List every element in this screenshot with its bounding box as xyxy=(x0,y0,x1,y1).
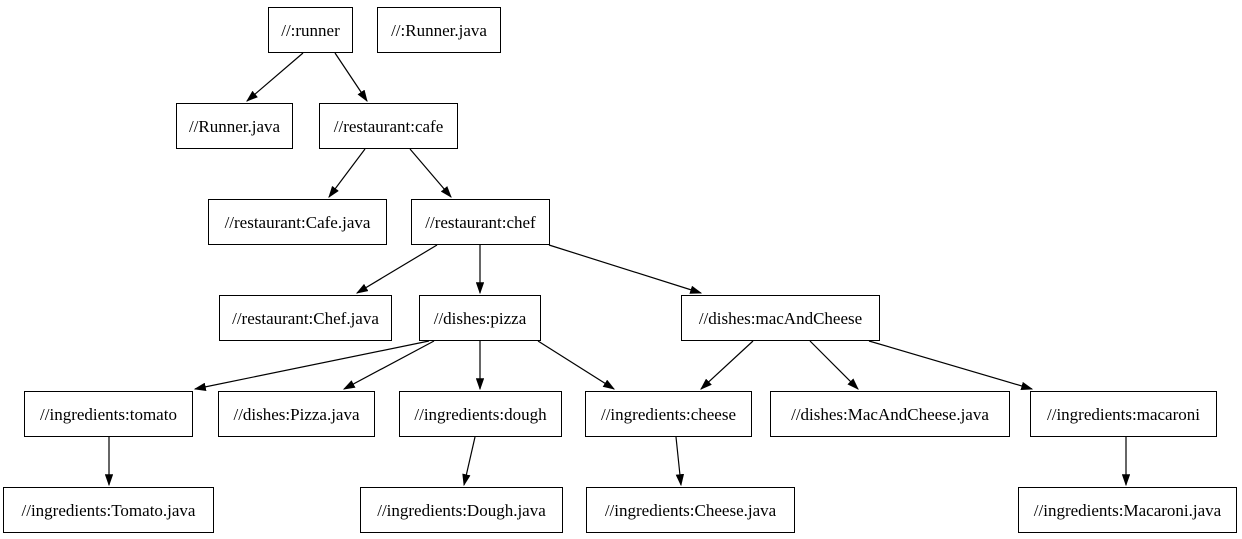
graph-node-label: //ingredients:dough xyxy=(414,404,547,424)
graph-node-runner-java: //Runner.java xyxy=(176,103,293,149)
graph-node-label: //:Runner.java xyxy=(391,20,487,40)
graph-node-label: //ingredients:cheese xyxy=(600,404,736,424)
edge-runner-to-cafe xyxy=(334,52,368,102)
graph-node-cafe-java: //restaurant:Cafe.java xyxy=(208,199,387,245)
edge-cheese-to-cheese-java xyxy=(675,436,685,487)
graph-node-macaroni: //ingredients:macaroni xyxy=(1030,391,1217,437)
graph-node-runner-java-file: //:Runner.java xyxy=(377,7,501,53)
graph-node-chef-java: //restaurant:Chef.java xyxy=(219,295,392,341)
edge-pizza-to-cheese xyxy=(537,340,616,390)
graph-node-chef: //restaurant:chef xyxy=(411,199,550,245)
graph-node-label: //dishes:macAndCheese xyxy=(698,308,863,328)
graph-node-tomato: //ingredients:tomato xyxy=(24,391,193,437)
edge-dough-to-dough-java xyxy=(462,436,476,487)
graph-node-label: //restaurant:Cafe.java xyxy=(224,212,371,232)
graph-node-label: //dishes:Pizza.java xyxy=(233,404,360,424)
graph-node-dough-java: //ingredients:Dough.java xyxy=(360,487,563,533)
graph-node-label: //ingredients:tomato xyxy=(40,404,177,424)
graph-node-label: //restaurant:cafe xyxy=(333,116,444,136)
graph-node-label: //restaurant:Chef.java xyxy=(232,308,379,328)
edge-cafe-to-chef xyxy=(409,148,452,198)
graph-node-label: //ingredients:Macaroni.java xyxy=(1033,500,1222,520)
edge-macandcheese-to-cheese xyxy=(700,340,754,390)
graph-node-label: //ingredients:macaroni xyxy=(1047,404,1200,424)
edge-pizza-to-tomato xyxy=(193,340,430,391)
graph-node-label: //Runner.java xyxy=(188,116,281,136)
edge-macandcheese-to-macaroni xyxy=(868,340,1034,390)
graph-node-macandcheese-java: //dishes:MacAndCheese.java xyxy=(770,391,1010,437)
graph-node-cheese-java: //ingredients:Cheese.java xyxy=(586,487,795,533)
graph-node-label: //dishes:pizza xyxy=(433,308,527,328)
graph-node-pizza-java: //dishes:Pizza.java xyxy=(218,391,375,437)
graph-node-pizza: //dishes:pizza xyxy=(419,295,541,341)
graph-node-label: //ingredients:Cheese.java xyxy=(604,500,777,520)
graph-node-label: //ingredients:Dough.java xyxy=(377,500,546,520)
edge-chef-to-macandcheese xyxy=(548,244,703,294)
graph-node-cafe: //restaurant:cafe xyxy=(319,103,458,149)
edge-pizza-to-pizza-java xyxy=(342,340,435,390)
edge-cafe-to-cafe-java xyxy=(328,148,366,198)
graph-node-label: //dishes:MacAndCheese.java xyxy=(791,404,989,424)
graph-node-label: //restaurant:chef xyxy=(425,212,536,232)
graph-node-macaroni-java: //ingredients:Macaroni.java xyxy=(1018,487,1237,533)
graph-node-label: //ingredients:Tomato.java xyxy=(21,500,196,520)
graph-node-dough: //ingredients:dough xyxy=(399,391,562,437)
graph-node-macandcheese: //dishes:macAndCheese xyxy=(681,295,880,341)
graph-node-label: //:runner xyxy=(281,20,340,40)
edge-macandcheese-to-macandcheese-java xyxy=(809,340,859,390)
edge-runner-to-runner-java xyxy=(246,52,304,102)
graph-node-cheese: //ingredients:cheese xyxy=(585,391,752,437)
edges-group xyxy=(104,52,1131,487)
graph-node-runner: //:runner xyxy=(268,7,353,53)
edge-chef-to-chef-java xyxy=(355,244,438,294)
graph-node-tomato-java: //ingredients:Tomato.java xyxy=(3,487,214,533)
